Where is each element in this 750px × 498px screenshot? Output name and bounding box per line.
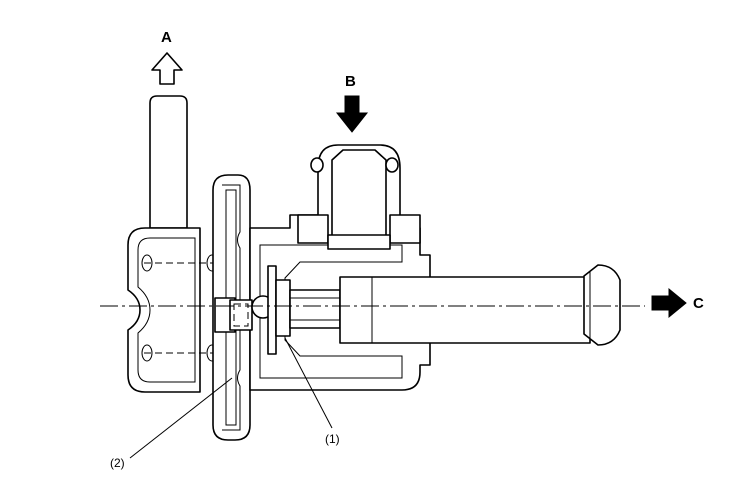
- diaphragm-membrane-inner: [225, 189, 237, 426]
- port-b-nipple: [331, 149, 387, 241]
- valve-stem: [289, 289, 341, 329]
- port-b-oring-left: [310, 157, 324, 173]
- port-b-base: [327, 234, 391, 250]
- port-b-oring-right: [385, 157, 399, 173]
- port-c-pipe: [339, 276, 591, 344]
- port-a-tube: [149, 95, 188, 229]
- callout-1-leader: [284, 337, 333, 429]
- right-housing-inner: [259, 244, 403, 379]
- callout-2-leader: [129, 377, 233, 459]
- valve-plunger-bore: [233, 303, 249, 327]
- spring-coil-upper-left: [141, 254, 153, 272]
- valve-seat-ring: [275, 279, 291, 337]
- port-a-label: A: [161, 29, 172, 46]
- port-c-group: C: [339, 264, 704, 346]
- callout-1-label: (1): [325, 432, 340, 446]
- left-chamber-inner: [137, 237, 196, 383]
- callouts: (1) (2): [110, 337, 340, 470]
- port-b-collar-right: [389, 214, 421, 244]
- port-b-label: B: [345, 73, 356, 90]
- port-c-nozzle: [583, 264, 621, 346]
- port-c-label: C: [693, 295, 704, 312]
- port-b-collar-left: [297, 214, 329, 244]
- port-b-flow-arrow: [335, 95, 369, 133]
- port-b-group: B: [297, 73, 421, 250]
- port-c-flow-arrow: [651, 287, 687, 319]
- valve-retainer: [267, 265, 277, 355]
- valve-plunger: [229, 299, 253, 331]
- left-chamber: [127, 227, 201, 393]
- port-a-group: A: [149, 29, 188, 229]
- callout-2-label: (2): [110, 456, 125, 470]
- port-a-flow-arrow: [151, 52, 183, 85]
- spring-coil-lower-left: [141, 344, 153, 362]
